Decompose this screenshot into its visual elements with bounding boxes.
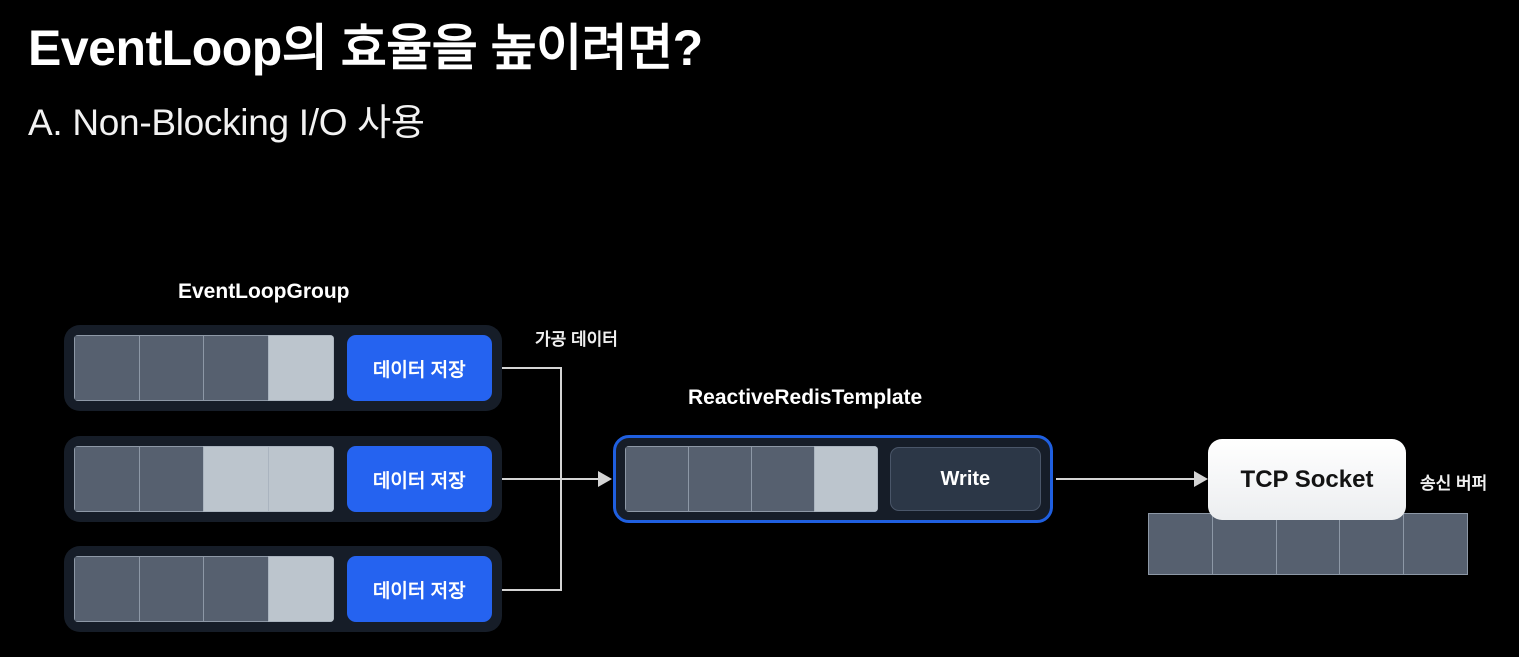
arrow-head-icon: [598, 471, 612, 487]
buffer-cell: [1339, 513, 1405, 575]
connector-redis-to-socket: [1056, 478, 1198, 480]
connector-row3-stub: [502, 589, 562, 591]
reactive-redis-template-box: Write: [613, 435, 1053, 523]
page-title: EventLoop의 효율을 높이려면?: [28, 20, 703, 76]
eventloop-queue: [74, 335, 334, 401]
queue-cell: [813, 446, 878, 512]
eventloop-queue: [74, 446, 334, 512]
buffer-cell: [1211, 513, 1277, 575]
buffer-cell: [1148, 513, 1213, 575]
connector-row2-stub: [502, 478, 562, 480]
queue-cell: [74, 556, 140, 622]
tcp-socket-box: TCP Socket: [1208, 439, 1406, 520]
buffer-cell: [1403, 513, 1468, 575]
queue-cell: [267, 335, 334, 401]
queue-cell: [687, 446, 752, 512]
queue-cell: [267, 446, 334, 512]
eventloop-group-label: EventLoopGroup: [178, 280, 350, 303]
eventloop-row: 데이터 저장: [64, 325, 502, 411]
write-button[interactable]: Write: [889, 447, 1041, 511]
send-buffer: [1148, 513, 1468, 575]
queue-cell: [750, 446, 815, 512]
queue-cell: [203, 335, 269, 401]
processed-data-label: 가공 데이터: [535, 330, 618, 349]
eventloop-row: 데이터 저장: [64, 546, 502, 632]
queue-cell: [203, 556, 269, 622]
queue-cell: [267, 556, 334, 622]
save-data-button[interactable]: 데이터 저장: [346, 446, 492, 512]
redis-queue: [625, 446, 878, 512]
page-subtitle: A. Non-Blocking I/O 사용: [28, 102, 425, 143]
send-buffer-label: 송신 버퍼: [1420, 474, 1488, 493]
eventloop-row: 데이터 저장: [64, 436, 502, 522]
connector-to-redis: [560, 478, 602, 480]
save-data-button[interactable]: 데이터 저장: [346, 335, 492, 401]
queue-cell: [138, 446, 205, 512]
connector-row1-stub: [502, 367, 562, 369]
queue-cell: [138, 335, 205, 401]
arrow-head-icon: [1194, 471, 1208, 487]
queue-cell: [138, 556, 205, 622]
buffer-cell: [1275, 513, 1341, 575]
queue-cell: [74, 335, 140, 401]
save-data-button[interactable]: 데이터 저장: [346, 556, 492, 622]
eventloop-queue: [74, 556, 334, 622]
queue-cell: [625, 446, 689, 512]
reactive-redis-template-label: ReactiveRedisTemplate: [688, 386, 923, 409]
queue-cell: [203, 446, 269, 512]
queue-cell: [74, 446, 140, 512]
